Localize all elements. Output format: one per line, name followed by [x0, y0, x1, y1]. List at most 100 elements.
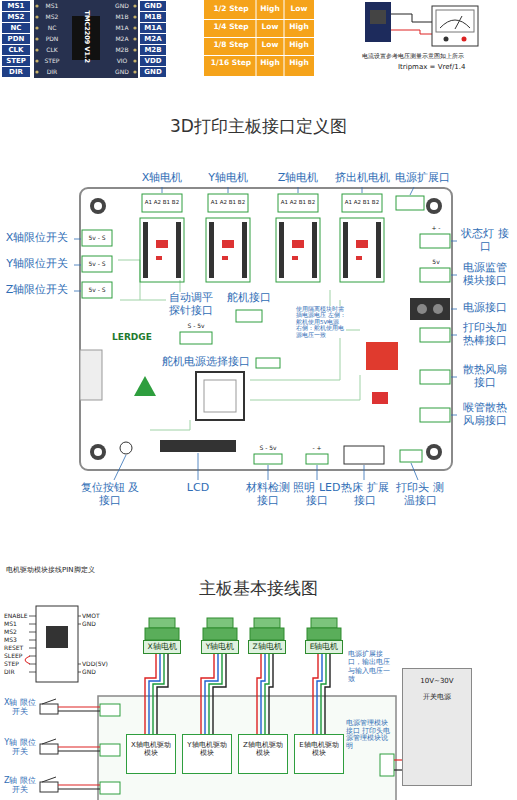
motor-wire: [313, 654, 330, 734]
vref-meter-sketch: [436, 10, 474, 32]
mainboard: [156, 240, 168, 248]
pin-marking: - +: [306, 444, 328, 451]
callout-label: 打印头加 热棒接口: [458, 322, 512, 348]
motor-wire: [153, 654, 164, 734]
motor-wire: [201, 654, 226, 734]
wiring-driver-pinout: [29, 616, 36, 617]
vref-meter-sketch: [462, 37, 467, 42]
vref-meter-sketch: [370, 10, 386, 24]
mainboard: [372, 392, 388, 404]
callout-label: X轴限位开关: [2, 232, 72, 245]
mainboard: [420, 328, 450, 342]
mainboard: [298, 187, 299, 193]
driver-module-photo: [133, 26, 136, 29]
node-text: E轴电机: [307, 643, 341, 652]
brand-logo: LERDGE: [112, 332, 156, 343]
table-cell: High: [284, 41, 314, 50]
mainboard: [180, 332, 212, 344]
callout-label: 热床 扩展接口: [340, 482, 390, 508]
mainboard: [198, 453, 199, 480]
mainboard: [204, 380, 236, 412]
motor-wire: [145, 654, 168, 734]
callout-label: LCD: [176, 482, 220, 495]
mainboard: [176, 222, 181, 278]
mainboard: [74, 187, 457, 480]
pin-name: PDN: [40, 35, 64, 42]
chip-marking: TMC2209 V1.2: [82, 7, 90, 67]
pin-name: M1B: [110, 13, 134, 20]
driver-module: X轴电机驱动模块: [126, 734, 176, 774]
callout-label: Z轴 限位开关: [2, 776, 38, 795]
wiring-driver-pinout: [46, 626, 68, 648]
mainboard: [410, 187, 414, 195]
pin-cell: M1B: [140, 12, 166, 22]
note-text: MS3: [4, 636, 34, 643]
callout-label: 复位按钮 及接口: [80, 482, 140, 508]
mainboard: [82, 230, 450, 464]
wiring-mainboard: [98, 696, 396, 800]
mainboard: [426, 198, 442, 214]
wiring-driver-pinout: [78, 664, 81, 665]
node-text: Z轴电机驱动模块: [241, 741, 285, 758]
stepper-motor: X轴电机: [143, 640, 181, 654]
mainboard: [162, 187, 163, 193]
mainboard: [306, 454, 328, 464]
pin-marking: A1 A2 B1 B2: [143, 199, 181, 205]
stepper-motor-icons: [207, 618, 233, 628]
mainboard: [292, 256, 298, 260]
pin-cell: GND: [140, 67, 166, 77]
vref-meter-sketch: [444, 37, 449, 42]
section-heading: 3D打印主板接口定义图: [0, 116, 517, 136]
callout-label: 挤出机电机: [333, 172, 391, 185]
vref-meter-sketch: [391, 30, 432, 34]
mainboard: [417, 304, 427, 314]
note-text: RESET: [4, 644, 34, 651]
mainboard: [90, 198, 442, 460]
power-supply: 10V~30V开关电源: [402, 668, 472, 786]
driver-module-photo: [35, 26, 38, 29]
wiring-driver-pinout: [78, 616, 81, 617]
mainboard: [140, 218, 184, 282]
mainboard: [426, 444, 442, 460]
mainboard: [362, 187, 363, 193]
wiring-driver-pinout: [25, 606, 81, 682]
pin-name: M1A: [110, 24, 134, 31]
callout-label: Y轴限位开关: [2, 258, 72, 271]
motor-wire: [157, 654, 168, 734]
wiring-mainboard: [100, 782, 120, 794]
wiring-mainboard: [100, 704, 394, 794]
wiring-driver-pinout: [29, 632, 36, 633]
table-cell: 1/8 Step: [206, 41, 256, 50]
microstep-table: [204, 19, 314, 20]
wiring-mainboard: [100, 744, 120, 756]
mainboard: [292, 240, 304, 248]
node-text: Z轴电机: [250, 643, 284, 652]
mainboard: [342, 194, 382, 212]
mainboard: [430, 202, 438, 210]
mainboard: [150, 420, 190, 430]
mainboard: [156, 256, 162, 260]
mainboard: [90, 444, 106, 460]
mainboard: [343, 222, 348, 278]
note-text: GND: [82, 668, 116, 675]
driver-module-photo: [35, 4, 38, 7]
note-text: MS1: [4, 620, 34, 627]
mainboard: [410, 298, 450, 320]
note-text: STEP: [4, 660, 34, 667]
driver-module-photo: [35, 70, 38, 73]
mainboard: [74, 265, 81, 266]
mainboard: [376, 222, 381, 278]
mainboard: [160, 440, 236, 452]
wiring-mainboard: [40, 704, 58, 714]
pin-name: NC: [40, 24, 64, 31]
mainboard: [140, 218, 384, 282]
mainboard: [209, 222, 214, 278]
pin-cell: M1A: [140, 23, 166, 33]
pin-marking: 5v: [425, 258, 447, 265]
microstep-table: [204, 0, 314, 76]
note-text: Itripmax = Vref/1.4: [398, 63, 508, 71]
pin-cell: VDD: [140, 56, 166, 66]
callout-note: 电源扩展接口，输出电压与输入电压一致: [348, 650, 396, 683]
table-cell: High: [284, 59, 314, 68]
note-text: VDD(5V): [82, 660, 116, 667]
